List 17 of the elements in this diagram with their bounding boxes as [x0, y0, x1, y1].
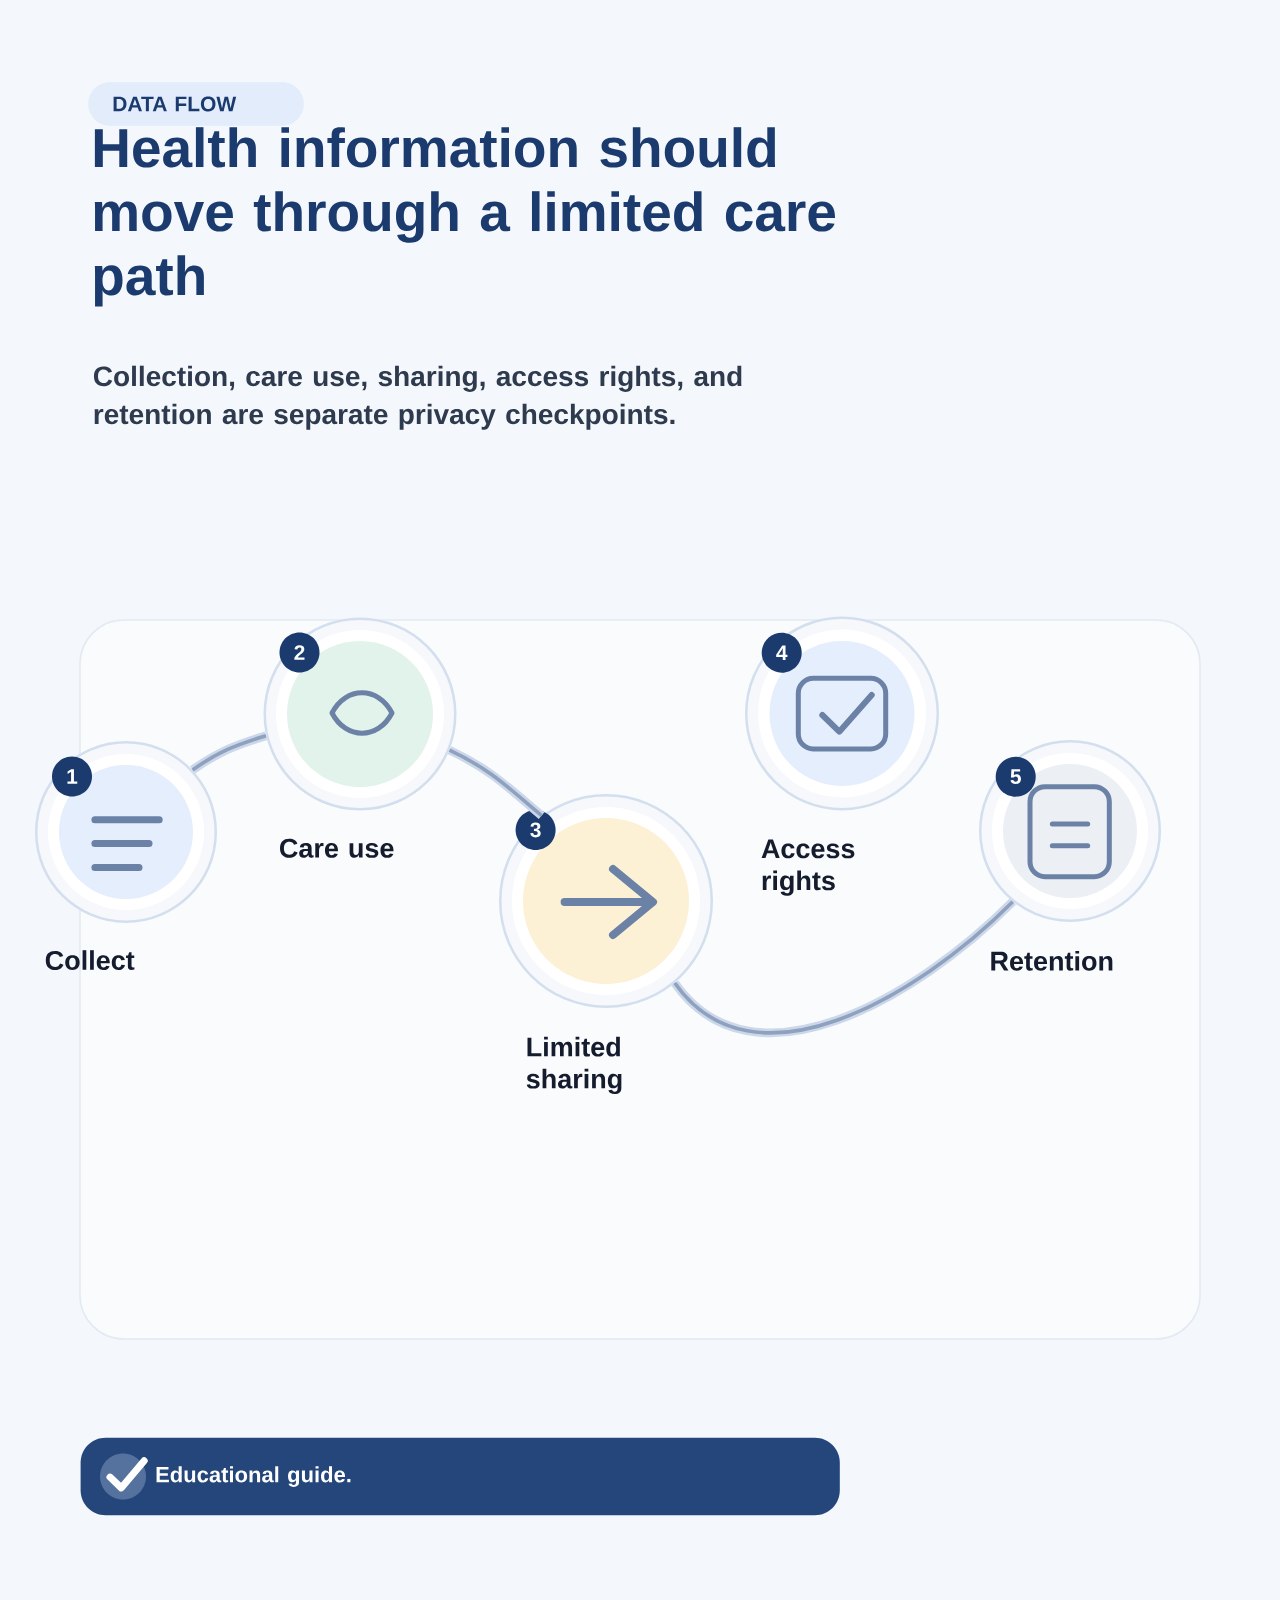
subtitle: Collection, care use, sharing, access rights, and retention are separate privacy checkpoints. — [93, 365, 742, 430]
step-label: Collect — [45, 950, 135, 970]
number-badge: 3 — [515, 810, 556, 850]
step-label: Access rights — [761, 839, 855, 896]
number-badge: 4 — [761, 632, 802, 673]
connector-line — [447, 746, 545, 819]
number-badge: 5 — [995, 756, 1036, 797]
connector-line — [190, 731, 268, 774]
title: Health information should move through a limited care path — [94, 127, 836, 307]
number-badge: 1 — [52, 756, 92, 797]
tag-pill: DATA FLOW — [88, 82, 304, 126]
step-label: Care use — [280, 838, 394, 858]
step-label: Retention — [991, 950, 1113, 971]
connector-line — [671, 898, 1016, 1038]
notice-banner: Educational guide. — [80, 1437, 840, 1516]
number-badge: 2 — [279, 632, 320, 673]
step-label: Limited sharing — [526, 1036, 622, 1095]
